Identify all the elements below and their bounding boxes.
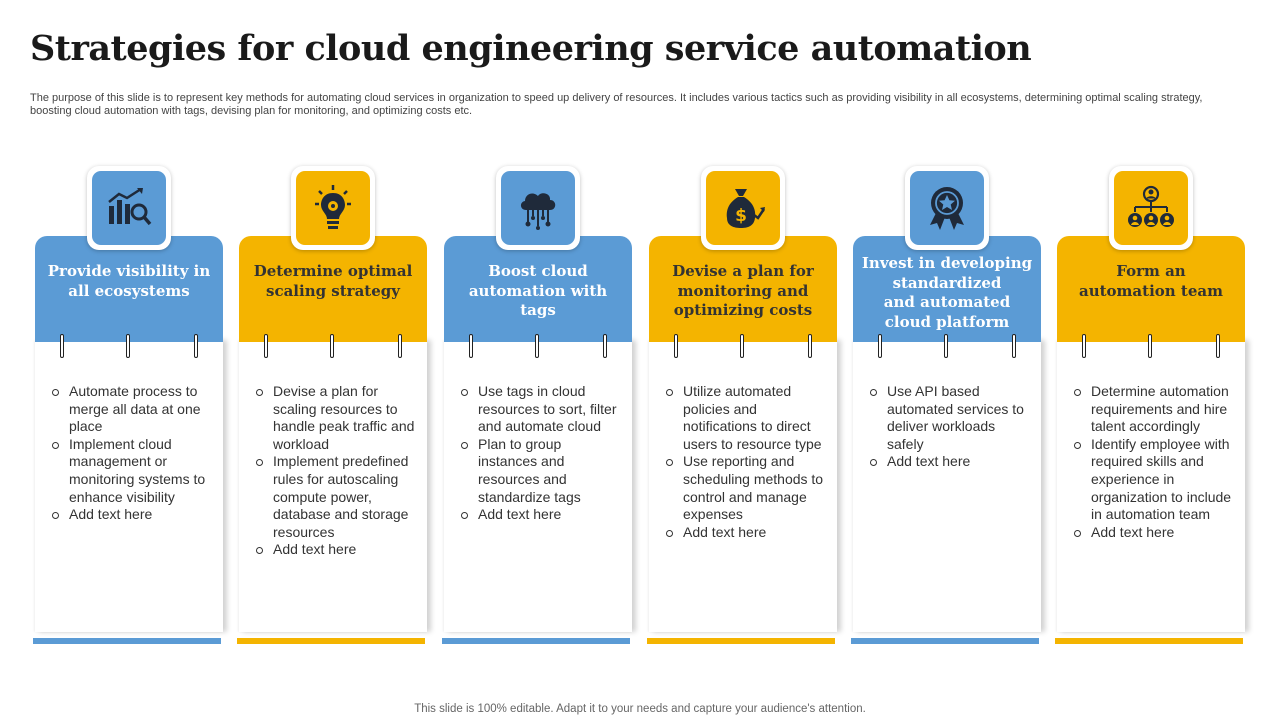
strategy-card-tags: Boost cloud automation with tags Use tag… [442, 166, 632, 646]
strategy-card-costs: $ Devise a plan for monitoring and optim… [647, 166, 837, 646]
binder-ring [330, 334, 334, 358]
list-item: Use API based automated services to deli… [867, 383, 1032, 453]
binder-ring [944, 334, 948, 358]
card-bottom-bar [442, 638, 630, 644]
list-item: Add text here [1071, 524, 1236, 542]
card-body [239, 340, 427, 632]
binder-ring [469, 334, 473, 358]
slide-footer: This slide is 100% editable. Adapt it to… [414, 703, 866, 715]
slide-subtitle: The purpose of this slide is to represen… [30, 92, 1203, 117]
card-bottom-bar [647, 638, 835, 644]
card-bullet-list: Devise a plan for scaling resources to h… [253, 383, 418, 559]
card-header [649, 236, 837, 342]
card-body [1057, 340, 1245, 632]
binder-ring [535, 334, 539, 358]
list-item: Add text here [253, 541, 418, 559]
icon-frame [496, 166, 580, 250]
list-item: Automate process to merge all data at on… [49, 383, 214, 436]
card-bottom-bar [33, 638, 221, 644]
money-bag-growth-icon: $ [706, 171, 780, 245]
card-bullet-list: Determine automation requirements and hi… [1071, 383, 1236, 541]
card-heading: Provide visibility in all ecosystems [47, 262, 211, 300]
slide-title: Strategies for cloud engineering service… [30, 28, 1032, 69]
list-item: Determine automation requirements and hi… [1071, 383, 1236, 436]
strategy-card-platform: Invest in developing standardized and au… [851, 166, 1041, 646]
list-item: Plan to group instances and resources an… [458, 436, 623, 506]
card-bottom-bar [1055, 638, 1243, 644]
card-bottom-bar [851, 638, 1039, 644]
list-item: Implement predefined rules for autoscali… [253, 453, 418, 541]
strategy-card-team: Form an automation team Determine automa… [1055, 166, 1245, 646]
card-header [35, 236, 223, 342]
team-hierarchy-icon [1114, 171, 1188, 245]
list-item: Add text here [663, 524, 828, 542]
card-body [35, 340, 223, 632]
card-heading: Devise a plan for monitoring and optimiz… [672, 262, 814, 319]
card-bottom-bar [237, 638, 425, 644]
icon-frame [905, 166, 989, 250]
card-header [444, 236, 632, 342]
cloud-network-icon [501, 171, 575, 245]
strategy-card-scaling: Determine optimal scaling strategy Devis… [237, 166, 427, 646]
list-item: Utilize automated policies and notificat… [663, 383, 828, 453]
strategy-card-visibility: Provide visibility in all ecosystems Aut… [33, 166, 223, 646]
card-body [649, 340, 837, 632]
binder-ring [674, 334, 678, 358]
list-item: Add text here [867, 453, 1032, 471]
icon-frame [291, 166, 375, 250]
binder-ring [1216, 334, 1220, 358]
binder-ring [126, 334, 130, 358]
binder-ring [878, 334, 882, 358]
binder-ring [398, 334, 402, 358]
list-item: Use reporting and scheduling methods to … [663, 453, 828, 523]
card-heading: Boost cloud automation with tags [468, 262, 608, 319]
list-item: Use tags in cloud resources to sort, fil… [458, 383, 623, 436]
binder-ring [1082, 334, 1086, 358]
list-item: Identify employee with required skills a… [1071, 436, 1236, 524]
binder-ring [194, 334, 198, 358]
icon-frame [1109, 166, 1193, 250]
svg-text:$: $ [735, 206, 747, 226]
card-heading: Determine optimal scaling strategy [253, 262, 413, 300]
card-header [853, 236, 1041, 342]
card-body [853, 340, 1041, 632]
bar-chart-magnifier-icon [92, 171, 166, 245]
award-badge-icon [910, 171, 984, 245]
card-bullet-list: Use API based automated services to deli… [867, 383, 1032, 471]
binder-ring [808, 334, 812, 358]
list-item: Devise a plan for scaling resources to h… [253, 383, 418, 453]
card-header [1057, 236, 1245, 342]
binder-ring [60, 334, 64, 358]
list-item: Add text here [458, 506, 623, 524]
list-item: Implement cloud management or monitoring… [49, 436, 214, 506]
card-bullet-list: Utilize automated policies and notificat… [663, 383, 828, 541]
binder-ring [603, 334, 607, 358]
card-bullet-list: Automate process to merge all data at on… [49, 383, 214, 524]
card-bullet-list: Use tags in cloud resources to sort, fil… [458, 383, 623, 524]
card-heading: Form an automation team [1079, 262, 1223, 300]
icon-frame [87, 166, 171, 250]
card-heading: Invest in developing standardized and au… [861, 254, 1033, 331]
icon-frame: $ [701, 166, 785, 250]
binder-ring [1148, 334, 1152, 358]
lightbulb-gear-icon [296, 171, 370, 245]
binder-ring [1012, 334, 1016, 358]
card-header [239, 236, 427, 342]
card-body [444, 340, 632, 632]
list-item: Add text here [49, 506, 214, 524]
binder-ring [740, 334, 744, 358]
binder-ring [264, 334, 268, 358]
